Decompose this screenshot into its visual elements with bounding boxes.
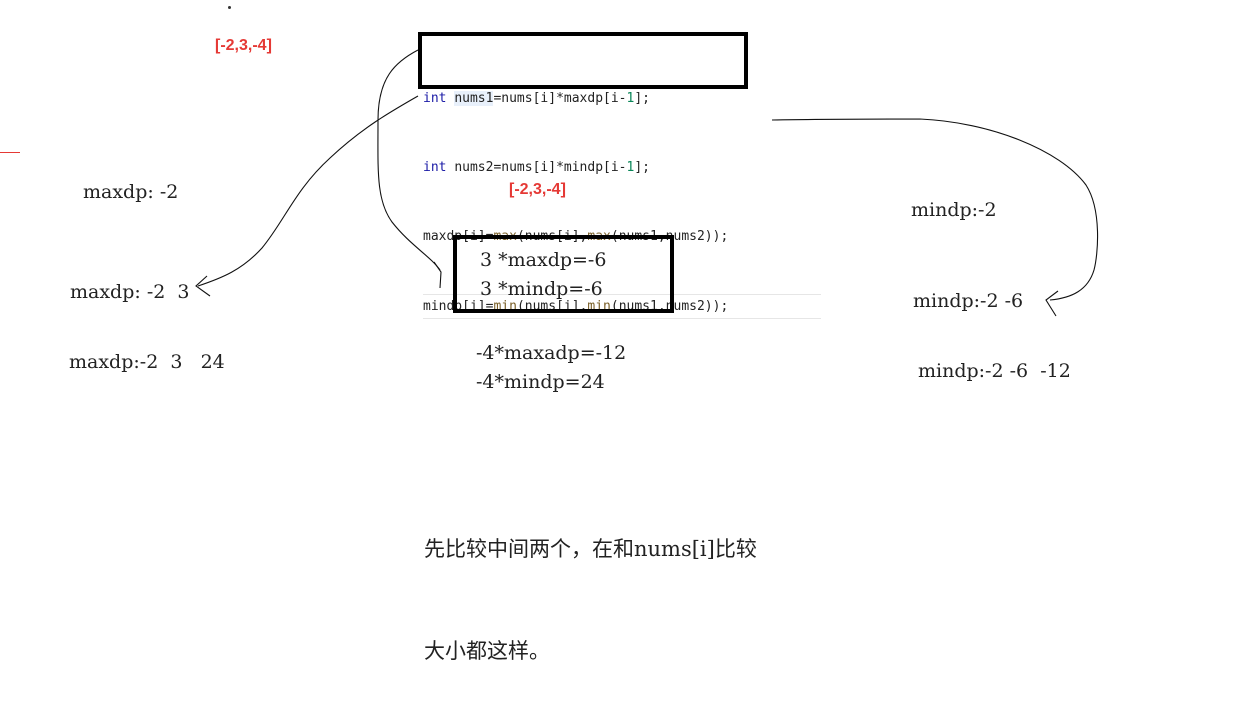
left-maxdp-row-3: maxdp:-2 3 24: [69, 351, 225, 373]
middle-line-3: -4*maxadp=-12: [476, 342, 627, 364]
product-box: [453, 235, 674, 313]
array-label-mid: [-2,3,-4]: [509, 181, 566, 198]
code-highlight-box: [418, 32, 748, 89]
middle-box-line-1: 3 *maxdp=-6: [480, 249, 607, 271]
middle-box-line-2: 3 *mindp=-6: [480, 278, 603, 300]
note-line-1: 先比较中间两个，在和nums[i]比较: [424, 537, 757, 561]
right-mindp-row-1: mindp:-2: [911, 199, 997, 221]
note-line-2: 大小都这样。: [424, 639, 550, 663]
arrow-mindp-head: [1045, 290, 1059, 317]
right-mindp-row-2: mindp:-2 -6: [913, 290, 1024, 312]
code-line-2: int nums2=nums[i]*mindp[i-1];: [423, 160, 650, 175]
explanation-note: 先比较中间两个，在和nums[i]比较 大小都这样。: [424, 464, 757, 702]
arrow-maxdp-head: [195, 275, 211, 297]
stray-red-dash: [0, 152, 20, 153]
stray-dot: [228, 6, 231, 9]
array-label-top: [-2,3,-4]: [215, 37, 272, 54]
left-maxdp-row-2: maxdp: -2 3: [70, 281, 190, 303]
right-mindp-row-3: mindp:-2 -6 -12: [918, 360, 1071, 382]
code-line-1: int nums1=nums[i]*maxdp[i-1];: [423, 91, 650, 106]
arrow-maxdp-curve: [197, 95, 419, 287]
middle-line-4: -4*mindp=24: [476, 371, 605, 393]
left-maxdp-row-1: maxdp: -2: [83, 181, 179, 203]
